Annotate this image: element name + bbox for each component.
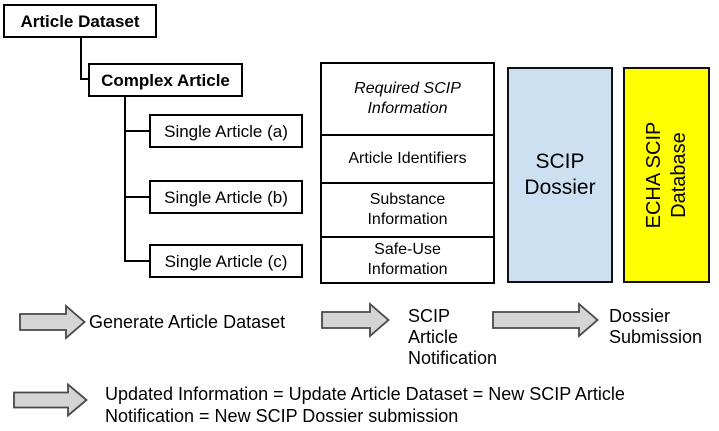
table-row-label: Substance Information xyxy=(367,191,448,228)
echa-scip-database-box: ECHA SCIP Database xyxy=(623,67,710,283)
generate-article-dataset-label: Generate Article Dataset xyxy=(89,312,286,332)
single-article-c-box: Single Article (c) xyxy=(149,244,303,278)
tree-connector-line xyxy=(80,78,90,80)
update-note: Updated Information = Update Article Dat… xyxy=(105,383,625,427)
article-dataset-label: Article Dataset xyxy=(20,11,140,31)
single-article-a-box: Single Article (a) xyxy=(149,114,303,148)
scip-dossier-label: SCIP Dossier xyxy=(524,150,596,199)
complex-article-box: Complex Article xyxy=(88,63,243,97)
scip-dossier-box: SCIP Dossier xyxy=(507,67,613,283)
table-header-label: Required SCIP Information xyxy=(354,80,461,117)
article-dataset-box: Article Dataset xyxy=(3,4,157,38)
table-header-row: Required SCIP Information xyxy=(322,64,493,134)
update-note-line: Notification = New SCIP Dossier submissi… xyxy=(105,406,459,426)
complex-article-label: Complex Article xyxy=(101,70,230,90)
table-row-label: Safe-Use Information xyxy=(367,241,448,278)
table-row: Safe-Use Information xyxy=(322,236,493,282)
single-article-b-label: Single Article (b) xyxy=(164,187,288,207)
single-article-a-label: Single Article (a) xyxy=(164,121,288,141)
tree-connector-line xyxy=(124,260,149,262)
tree-connector-line xyxy=(80,38,82,80)
table-row: Article Identifiers xyxy=(322,134,493,182)
flow-arrow-icon xyxy=(321,302,390,338)
tree-connector-line xyxy=(124,97,126,261)
table-row-label: Article Identifiers xyxy=(348,150,467,167)
table-row: Substance Information xyxy=(322,182,493,236)
flow-arrow-icon xyxy=(492,302,599,338)
update-note-line: Updated Information = Update Article Dat… xyxy=(105,384,625,404)
required-scip-information-table: Required SCIP Information Article Identi… xyxy=(320,62,495,284)
scip-article-notification-label: SCIP Article Notification xyxy=(408,306,498,368)
tree-connector-line xyxy=(124,196,149,198)
tree-connector-line xyxy=(124,130,149,132)
dossier-submission-label: Dossier Submission xyxy=(609,306,703,347)
flow-arrow-icon xyxy=(13,383,88,417)
single-article-b-box: Single Article (b) xyxy=(149,180,303,214)
echa-scip-database-label: ECHA SCIP Database xyxy=(642,121,690,229)
single-article-c-label: Single Article (c) xyxy=(164,251,288,271)
flow-arrow-icon xyxy=(19,304,86,340)
